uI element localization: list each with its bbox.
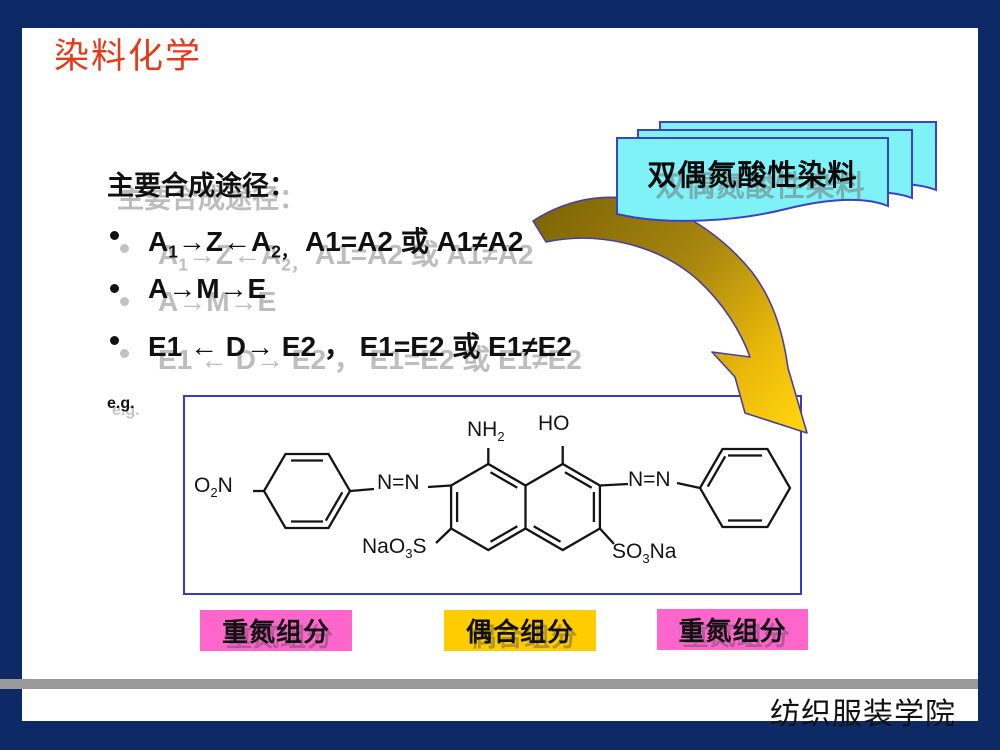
main-heading: 主要合成途径： bbox=[107, 171, 296, 201]
frame-right-bar bbox=[978, 0, 1000, 750]
sulfonate-label-right: SO3Na bbox=[612, 540, 677, 567]
bullet-line-route3: E1 ← D→ E2 ， E1=E2 或 E1≠E2 bbox=[148, 331, 572, 362]
example-label: e.g. bbox=[107, 395, 135, 412]
bullet-dot bbox=[110, 231, 119, 240]
footer-school-name: 纺织服装学院 bbox=[770, 697, 956, 732]
azo-bond-label-left: N=N bbox=[377, 471, 420, 494]
diazo-component-label-right: 重氮组分 bbox=[657, 609, 808, 650]
amino-group-label: NH2 bbox=[467, 418, 505, 445]
slide-title: 染料化学 bbox=[54, 37, 203, 77]
callout-title: 双偶氮酸性染料 bbox=[647, 160, 858, 192]
nitro-group-label: O2N bbox=[194, 474, 233, 501]
azo-bond-label-right: N=N bbox=[628, 468, 671, 491]
frame-left-bar bbox=[0, 0, 22, 750]
frame-bottom-bar bbox=[0, 721, 1000, 750]
diazo-component-label-left: 重氮组分 bbox=[200, 610, 352, 651]
sulfonate-label-left: NaO3S bbox=[362, 535, 427, 562]
bullet-line-route2: A→M→E bbox=[148, 273, 267, 304]
hydroxy-group-label: HO bbox=[538, 412, 570, 435]
bullet-dot bbox=[110, 284, 119, 293]
frame-top-bar bbox=[0, 0, 1000, 28]
footer-divider-rule bbox=[0, 679, 978, 689]
bullet-line-route1: A1→Z←A2， A1=A2 或 A1≠A2 bbox=[148, 226, 524, 262]
bullet-dot bbox=[110, 336, 119, 345]
coupling-component-label: 偶合组分 bbox=[444, 610, 596, 651]
